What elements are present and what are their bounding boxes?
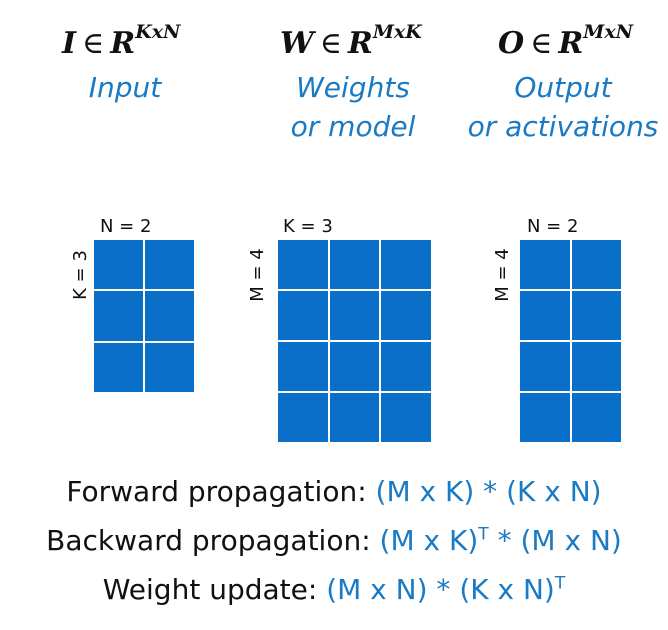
real-set-symbol: R <box>347 26 373 61</box>
matrix-cell <box>145 342 194 392</box>
matrix-cell <box>278 342 328 391</box>
input-caption-line-1: Input <box>88 71 162 104</box>
formula-expression: (M x K) * (K x N) <box>375 475 602 508</box>
weights-math-label: W∈RMxK <box>280 23 422 62</box>
real-set-symbol: R <box>110 26 136 61</box>
element-of-symbol: ∈ <box>82 26 105 61</box>
backward-propagation-formula: Backward propagation: (M x K)T * (M x N) <box>0 521 668 561</box>
element-of-symbol: ∈ <box>319 26 342 61</box>
formula-label: Backward propagation: <box>46 524 380 557</box>
input-matrix-side-label: K = 3 <box>70 250 91 300</box>
output-dims-superscript: MxN <box>583 21 634 43</box>
matrix-cell <box>381 240 431 289</box>
output-caption-line-2: or activations <box>467 110 659 143</box>
matrix-cell <box>381 393 431 442</box>
weights-caption: Weights or model <box>258 68 448 146</box>
input-caption: Input <box>40 68 210 107</box>
matrix-cell <box>571 342 621 391</box>
matrix-cell <box>145 291 194 341</box>
matrix-cell <box>381 291 431 340</box>
matrix-cell <box>278 393 328 442</box>
weights-var: W <box>280 26 314 61</box>
formula-expression-part: (M x N) * (K x N) <box>326 573 555 606</box>
output-matrix-top-label: N = 2 <box>527 216 579 237</box>
matrix-cell <box>278 240 328 289</box>
weights-matrix-side-label: M = 4 <box>247 248 268 302</box>
output-caption-line-1: Output <box>514 71 612 104</box>
input-matrix-top-label: N = 2 <box>100 216 152 237</box>
input-var: I <box>62 26 77 61</box>
matrix-cell <box>520 393 570 442</box>
output-var: O <box>498 26 525 61</box>
weights-matrix <box>278 240 431 442</box>
weights-dims-superscript: MxK <box>372 21 422 43</box>
weights-caption-line-2: or model <box>290 110 416 143</box>
matrix-cell <box>571 240 621 289</box>
formula-expression-part: (M x K) <box>379 524 479 557</box>
matrix-cell <box>520 342 570 391</box>
matrix-cell <box>278 291 328 340</box>
transpose-superscript: T <box>478 524 489 545</box>
output-math-label: O∈RMxN <box>498 23 633 62</box>
matrix-cell <box>520 291 570 340</box>
matrix-cell <box>571 393 621 442</box>
matrix-cell <box>94 342 143 392</box>
weights-caption-line-1: Weights <box>296 71 410 104</box>
matrix-cell <box>329 291 380 340</box>
formula-expression: (M x N) * (K x N)T <box>326 573 565 606</box>
real-set-symbol: R <box>558 26 584 61</box>
matrix-cell <box>381 342 431 391</box>
matrix-cell <box>329 240 380 289</box>
output-matrix <box>520 240 621 442</box>
matrix-cell <box>329 342 380 391</box>
output-caption: Output or activations <box>458 68 668 146</box>
formula-label: Forward propagation: <box>66 475 376 508</box>
matrix-cell <box>94 240 143 290</box>
formula-expression-part: * (M x N) <box>488 524 622 557</box>
matrix-cell <box>145 240 194 290</box>
input-dims-superscript: KxN <box>135 21 181 43</box>
weights-matrix-top-label: K = 3 <box>283 216 333 237</box>
matrix-cell <box>520 240 570 289</box>
matrix-cell <box>571 291 621 340</box>
formula-label: Weight update: <box>102 573 327 606</box>
formula-expression: (M x K)T * (M x N) <box>380 524 622 557</box>
transpose-superscript: T <box>554 573 566 594</box>
matrix-cell <box>94 291 143 341</box>
input-math-label: I∈RKxN <box>62 23 180 62</box>
input-matrix <box>94 240 194 392</box>
output-matrix-side-label: M = 4 <box>492 248 513 302</box>
matrix-cell <box>329 393 380 442</box>
element-of-symbol: ∈ <box>530 26 553 61</box>
forward-propagation-formula: Forward propagation: (M x K) * (K x N) <box>0 472 668 512</box>
weight-update-formula: Weight update: (M x N) * (K x N)T <box>0 570 668 610</box>
